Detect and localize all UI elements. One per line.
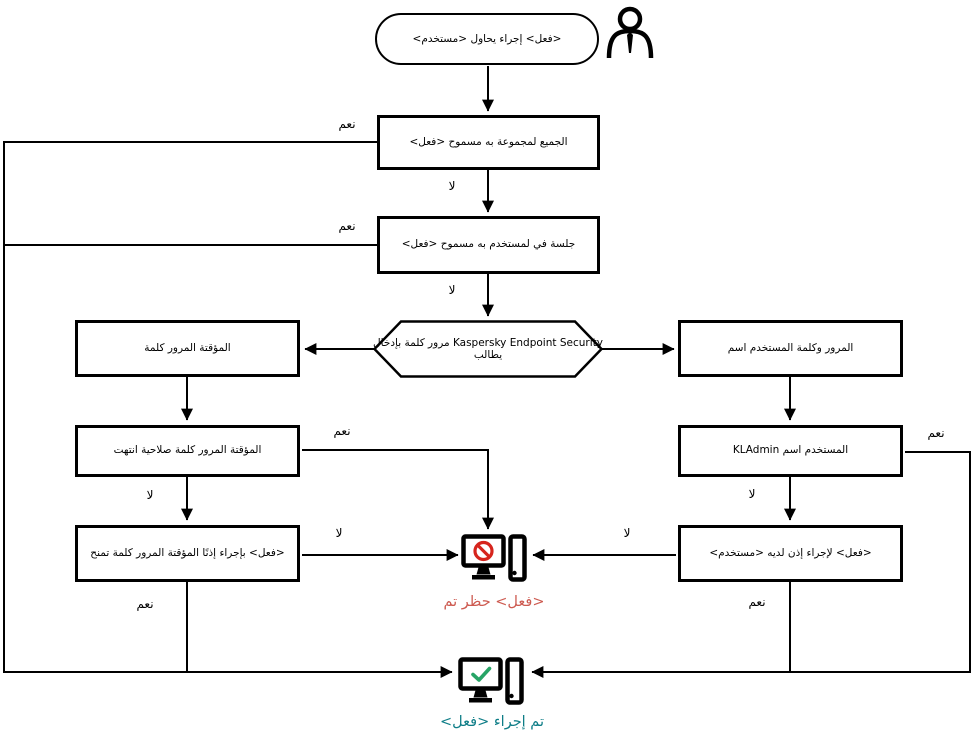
user-icon [605,6,655,61]
decision-allowed-in-session: <فعل> مسموح به لمستخدم في جلسة [377,216,600,274]
label-no-kladmin: لا [748,487,756,501]
completed-computer-icon [458,656,524,710]
label-yes-permission: نعم [748,595,766,609]
blocked-computer-icon [461,533,527,587]
label-no-grants: لا [335,526,343,540]
start-node: <مستخدم> يحاول إجراء <فعل> [375,13,599,65]
user-has-permission-node: <مستخدم> لديه إذن لإجراء <فعل> [678,525,903,582]
performed-caption: <فعل> إجراء تم [440,714,544,730]
label-yes-grants: نعم [136,597,154,611]
label-no-permission: لا [623,526,631,540]
temp-password-grants-node: تمنح كلمة المرور المؤقتة إذنًا بإجراء <ف… [75,525,300,582]
label-no-everyone: لا [448,179,456,193]
password-prompt-node: بإدخال كلمة مرور Kaspersky Endpoint Secu… [372,320,604,378]
label-no-expired: لا [146,488,154,502]
label-yes-expired: نعم [333,424,351,438]
password-prompt-text: بإدخال كلمة مرور Kaspersky Endpoint Secu… [373,337,603,361]
blocked-caption: تم حظر <فعل> [443,594,545,610]
label-no-session: لا [448,283,456,297]
label-yes-session: نعم [338,219,356,233]
label-yes-kladmin: نعم [927,426,945,440]
decision-allowed-for-everyone: <فعل> مسموح به لمجموعة الجميع [377,115,600,170]
username-password-node: اسم المستخدم وكلمة المرور [678,320,903,377]
username-kladmin-node: KLAdmin اسم المستخدم [678,425,903,477]
label-yes-everyone: نعم [338,117,356,131]
temp-password-expired-node: انتهت صلاحية كلمة المرور المؤقتة [75,425,300,477]
temp-password-node: كلمة المرور المؤقتة [75,320,300,377]
